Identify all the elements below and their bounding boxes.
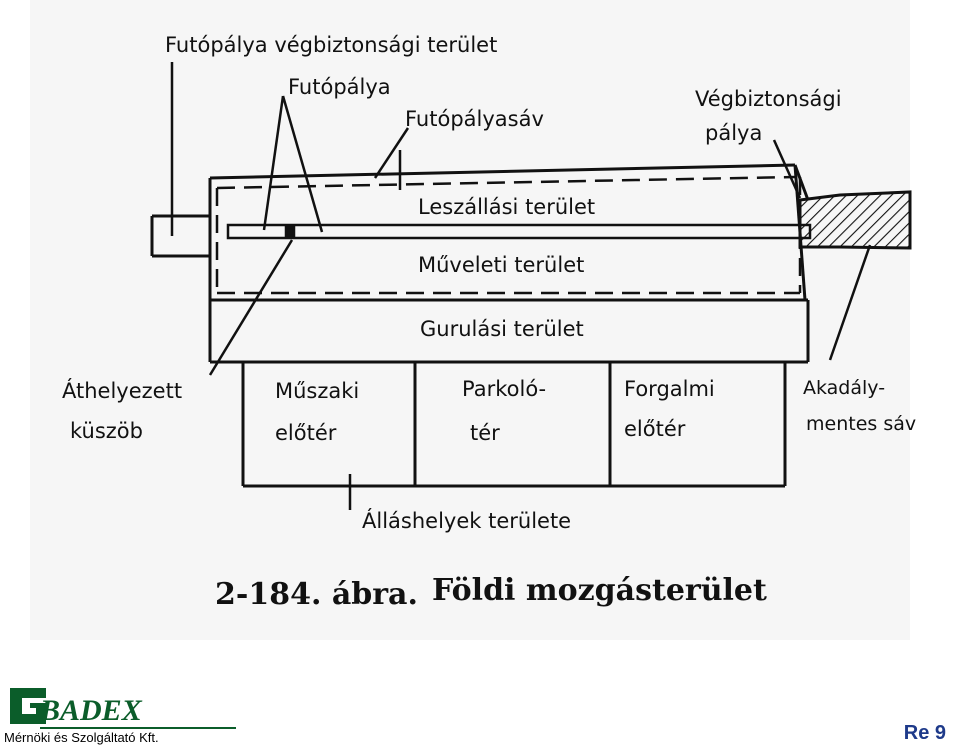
runway-bar bbox=[226, 223, 812, 240]
taxi-area-box bbox=[208, 300, 810, 364]
label-displaced-threshold-2: küszöb bbox=[70, 419, 143, 443]
label-runway-end-safety-area: Futópálya végbiztonsági terület bbox=[165, 33, 497, 57]
label-obstacle-free-1: Akadály- bbox=[803, 377, 885, 399]
company-logo: BADEX Mérnöki és Szolgáltató Kft. bbox=[0, 678, 240, 745]
label-landing-area: Leszállási terület bbox=[418, 195, 595, 219]
end-safety-hatched bbox=[793, 164, 912, 250]
label-end-safety-runway-2: pálya bbox=[705, 121, 762, 145]
logo-mark: BADEX bbox=[10, 688, 236, 729]
leader-lines bbox=[170, 62, 872, 510]
scanned-figure bbox=[30, 0, 910, 640]
label-traffic-apron-2: előtér bbox=[624, 417, 686, 441]
label-traffic-apron-1: Forgalmi bbox=[624, 377, 715, 401]
left-stub bbox=[150, 214, 210, 258]
label-operational-area: Műveleti terület bbox=[418, 253, 584, 277]
apron-boxes bbox=[241, 362, 787, 488]
label-end-safety-runway-1: Végbiztonsági bbox=[695, 87, 842, 111]
label-technical-apron-2: előtér bbox=[275, 421, 337, 445]
figure-caption-number: 2-184. ábra. bbox=[215, 577, 418, 612]
label-technical-apron-1: Műszaki bbox=[275, 379, 359, 403]
page-number: Re 9 bbox=[903, 722, 946, 744]
label-parking-apron-2: tér bbox=[470, 421, 500, 445]
figure-caption-title: Földi mozgásterület bbox=[432, 573, 767, 608]
logo-wordmark: BADEX bbox=[39, 694, 143, 727]
label-runway: Futópálya bbox=[288, 75, 391, 99]
label-obstacle-free-2: mentes sáv bbox=[806, 413, 916, 435]
company-subtitle: Mérnöki és Szolgáltató Kft. bbox=[4, 730, 159, 745]
ground-movement-area-diagram: Futópálya végbiztonsági terület Futópály… bbox=[62, 33, 916, 612]
label-displaced-threshold-1: Áthelyezett bbox=[62, 378, 182, 403]
label-parking-apron-1: Parkoló- bbox=[462, 377, 546, 401]
label-stands-area: Álláshelyek területe bbox=[362, 508, 571, 533]
label-taxi-area: Gurulási terület bbox=[420, 317, 584, 341]
label-runway-strip: Futópályasáv bbox=[405, 107, 544, 131]
